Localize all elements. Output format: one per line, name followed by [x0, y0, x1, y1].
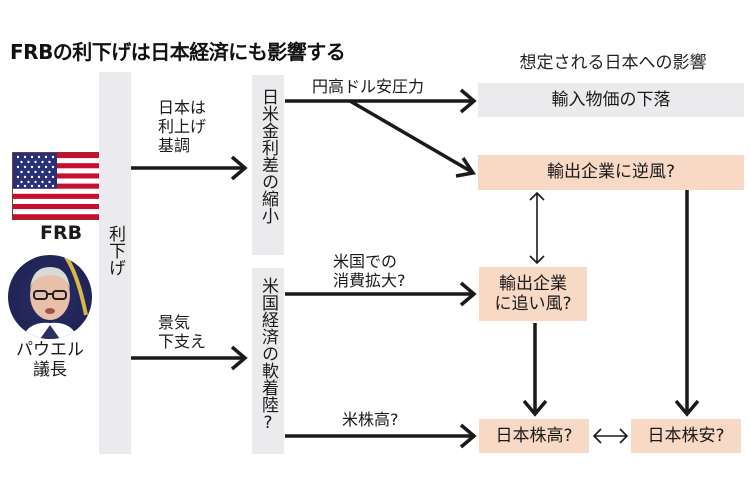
headwind-box: 輸出企業に逆風?	[478, 155, 744, 190]
us-consumption-line: 米国での	[333, 252, 398, 271]
arrowhead	[522, 399, 548, 417]
powell-name: パウエル	[16, 340, 84, 360]
arrowhead	[230, 345, 248, 371]
japan-hike-line: 基調	[158, 136, 191, 156]
yen-pressure-label: 円高ドル安圧力	[312, 77, 425, 96]
support-label: 景気 下支え	[158, 313, 206, 351]
arrowhead	[529, 191, 545, 201]
support-line: 下支え	[158, 332, 207, 352]
person-icon	[22, 255, 88, 339]
arrow-gap-to-headwind	[349, 99, 473, 174]
powell-label: パウエル 議長	[8, 340, 92, 381]
powell-portrait	[8, 255, 92, 339]
powell-title: 議長	[33, 360, 67, 381]
arrowhead	[459, 281, 477, 307]
japan-hike-line: 利上げ	[158, 117, 207, 137]
arrowhead	[529, 255, 545, 265]
jp-stocks-down-box: 日本株安?	[631, 419, 741, 453]
frb-label: FRB	[40, 222, 83, 244]
diagram-title: FRBの利下げは日本経済にも影響する	[10, 40, 346, 64]
soft-landing-label: 米国経済の軟着陸?	[258, 277, 278, 433]
support-line: 景気	[158, 313, 191, 332]
arrowhead	[592, 428, 602, 444]
arrowhead	[230, 155, 248, 181]
rate-cut-column	[99, 72, 131, 454]
arrowhead	[459, 423, 477, 449]
tailwind-box: 輸出企業 に追い風?	[479, 267, 587, 321]
rate-gap-box	[252, 75, 284, 255]
import-prices-box: 輸入物価の下落	[478, 83, 744, 117]
japan-hike-label: 日本は 利上げ 基調	[158, 98, 206, 156]
tailwind-line: に追い風?	[494, 294, 572, 314]
arrowhead	[619, 428, 629, 444]
arrowhead	[455, 157, 476, 178]
rate-gap-label: 日米金利差の縮小	[258, 88, 278, 224]
jp-stocks-up-box: 日本株高?	[479, 419, 589, 453]
soft-landing-box	[252, 268, 284, 454]
arrowhead	[674, 399, 700, 417]
tailwind-line: 輸出企業	[499, 273, 567, 294]
effects-heading: 想定される日本への影響	[519, 53, 707, 73]
japan-hike-line: 日本は	[158, 98, 207, 117]
arrowhead	[459, 88, 477, 114]
us-stocks-label: 米株高?	[342, 410, 399, 429]
us-consumption-label: 米国での 消費拡大?	[333, 252, 406, 290]
rate-cut-label: 利下げ	[105, 225, 125, 276]
us-consumption-line: 消費拡大?	[333, 271, 406, 291]
